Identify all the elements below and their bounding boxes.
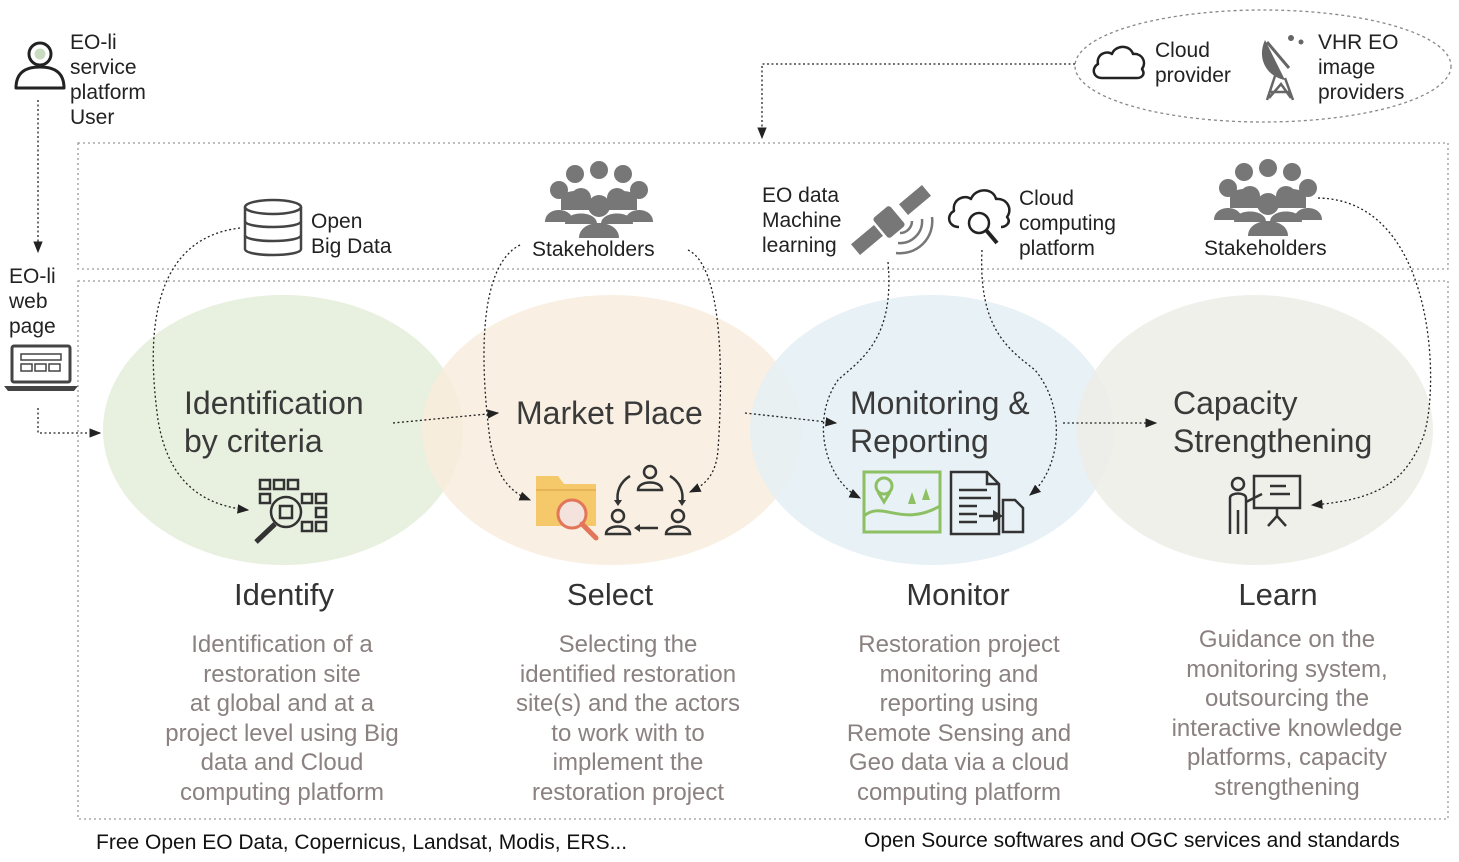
stakeholders-icon-2 (1214, 159, 1322, 236)
description-learn: Guidance on the monitoring system, outso… (1171, 626, 1403, 801)
user-icon (14, 41, 66, 90)
vhr-provider-label: VHR EO image providers (1318, 31, 1405, 104)
learn-ellipse (1077, 295, 1433, 565)
providers-ellipse (1074, 9, 1452, 123)
satellite-dish-icon (1261, 35, 1304, 101)
identify-ellipse (103, 295, 463, 565)
grid-search-icon (254, 478, 328, 544)
cloud-icon (1092, 45, 1146, 80)
monitor-ellipse (750, 295, 1114, 565)
stakeholders-label-2: Stakeholders (1204, 237, 1327, 260)
phase-title-monitoring: Monitoring & Reporting (850, 385, 1030, 459)
identify-to-select-arrow (392, 409, 500, 424)
providers-to-resources-arrow (757, 63, 1075, 140)
stakeholders-icon-1 (545, 161, 653, 238)
footer-left: Free Open EO Data, Copernicus, Landsat, … (96, 831, 628, 854)
webpage-label: EO-li web page (9, 265, 56, 338)
laptop-icon[interactable] (3, 343, 79, 393)
people-cycle-icon (604, 464, 692, 536)
phase-title-capacity: Capacity Strengthening (1173, 385, 1373, 459)
user-label: EO-li service platform User (70, 31, 146, 129)
cloud-computing-label: Cloud computing platform (1019, 187, 1116, 260)
bigdata-to-identify-curve (152, 227, 250, 514)
phase-title-market-place: Market Place (516, 395, 703, 431)
stage-monitor: Monitor (906, 577, 1010, 612)
stakeholders-to-people-curve (687, 249, 722, 493)
satellite-to-monitor-curve (822, 261, 890, 499)
stakeholders-label-1: Stakeholders (532, 238, 655, 261)
stakeholders-to-market-curve (483, 244, 532, 501)
open-big-data-label: Open Big Data (311, 210, 392, 258)
stage-identify: Identify (234, 577, 334, 612)
cloud-provider-label: Cloud provider (1155, 39, 1231, 87)
map-location-icon (862, 470, 942, 534)
database-icon (243, 198, 303, 257)
stage-select: Select (566, 577, 654, 612)
cloud-search-icon (947, 189, 1011, 245)
resources-box (77, 142, 1449, 270)
cloud-to-monitor-curve (981, 249, 1058, 496)
description-monitor: Restoration project monitoring and repor… (846, 631, 1072, 806)
teacher-board-icon (1228, 474, 1302, 534)
description-select: Selecting the identified restoration sit… (515, 631, 741, 806)
eo-ml-label: EO data Machine learning (762, 184, 842, 257)
description-identify: Identification of a restoration site at … (165, 631, 399, 806)
phase-title-identification: Identification by criteria (184, 385, 364, 459)
select-ellipse (422, 295, 802, 565)
satellite-icon (851, 184, 934, 256)
stakeholders-to-learn-curve (1310, 197, 1432, 509)
phases-box (77, 280, 1449, 820)
folder-search-icon (536, 476, 599, 541)
webpage-to-identify-arrow (37, 408, 102, 438)
stage-learn: Learn (1238, 577, 1318, 612)
footer-right: Open Source softwares and OGC services a… (864, 829, 1400, 852)
report-document-icon (949, 470, 1025, 536)
select-to-monitor-arrow (744, 412, 838, 427)
